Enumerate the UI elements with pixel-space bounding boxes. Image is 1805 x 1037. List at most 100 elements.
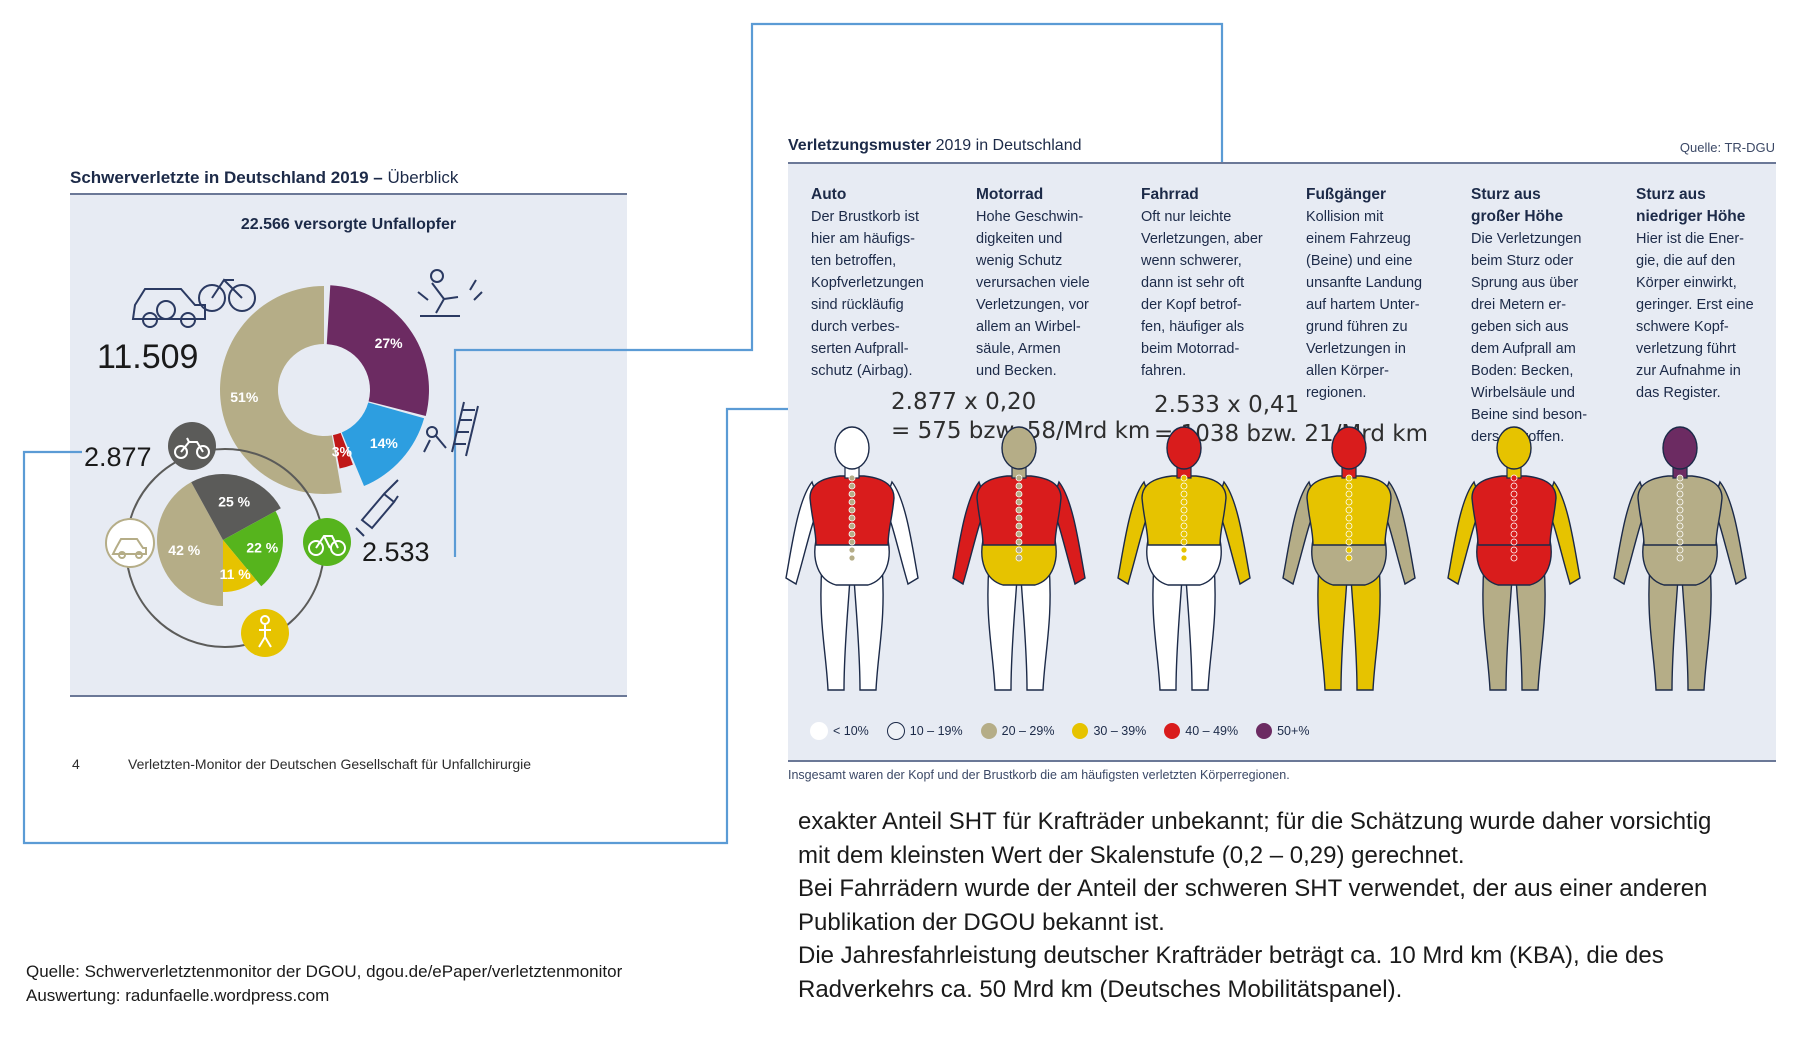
count-motorcycle: 2.877 — [84, 442, 152, 472]
column-text-line: und Becken. — [976, 363, 1057, 379]
column-text-line: sind rückläufig — [811, 297, 904, 313]
legend-swatch — [886, 722, 905, 740]
connector-line-motorcycle — [22, 407, 880, 845]
left-panel-footer: Verletzten-Monitor der Deutschen Gesells… — [128, 756, 532, 772]
column-text-line: unsanfte Landung — [1306, 275, 1423, 291]
note-line: Radverkehrs ca. 50 Mrd km (Deutsches Mob… — [798, 975, 1403, 1003]
donut-segment-0 — [220, 286, 342, 494]
column-text-line: Verletzungen, aber — [1141, 231, 1263, 247]
column-text-line: Der Brustkorb ist — [811, 209, 919, 225]
body-figure-1 — [952, 426, 1086, 691]
column-text-line: (Beine) und eine — [1306, 253, 1413, 269]
note-line: Bei Fahrrädern wurde der Anteil der schw… — [798, 875, 1708, 902]
column-text-line: wenig Schutz — [976, 253, 1063, 269]
column-heading: Fußgänger — [1306, 186, 1387, 203]
pedestrian-icon — [241, 609, 289, 657]
right-panel-title: Verletzungsmuster 2019 in Deutschland — [788, 137, 1082, 154]
count-car-and-two-wheel: 11.509 — [97, 338, 199, 376]
note-line: mit dem kleinsten Wert der Skalenstufe (… — [798, 841, 1465, 869]
column-text-line: beim Sturz oder — [1471, 253, 1574, 269]
body-figure-3 — [1282, 426, 1416, 691]
legend-item: < 10% — [810, 722, 869, 740]
car-icon — [105, 518, 155, 568]
column-heading: Auto — [811, 186, 847, 203]
legend-item: 30 – 39% — [1072, 722, 1146, 740]
ladder-fall-icon — [423, 401, 479, 457]
donut-label-2: 14% — [370, 435, 399, 451]
right-panel-box — [788, 162, 1776, 762]
legend: < 10%10 – 19%20 – 29%30 – 39%40 – 49%50+… — [810, 722, 1309, 740]
column-heading: Motorrad — [976, 186, 1044, 203]
column-text-line: fahren. — [1141, 363, 1187, 379]
column-text-line: Oft nur leichte — [1141, 209, 1232, 225]
vehicles-icon — [131, 278, 256, 328]
column-text-line: dann ist sehr oft — [1141, 275, 1245, 291]
note-line: Die Jahresfahrleistung deutscher Krafträ… — [798, 942, 1664, 969]
column-text-line: geringer. Erst eine — [1636, 297, 1754, 313]
legend-item: 10 – 19% — [886, 722, 963, 740]
column-text-line: verletzung führt — [1636, 341, 1736, 357]
pie-segment-3 — [223, 540, 257, 592]
legend-label: < 10% — [833, 724, 869, 738]
column-text-line: einem Fahrzeug — [1306, 231, 1411, 247]
body-figure-2 — [1117, 426, 1251, 691]
column-text-line: wenn schwerer, — [1141, 253, 1242, 269]
donut-segment-2 — [341, 402, 425, 486]
legend-swatch — [1072, 723, 1089, 739]
donut-label-1: 27% — [375, 335, 404, 351]
donut-chart-overall — [220, 285, 429, 494]
column-text-line: drei Metern er- — [1471, 297, 1567, 313]
column-text-line: Verletzungen in — [1306, 341, 1406, 357]
column-text-line: regionen. — [1306, 385, 1367, 401]
note-line: exakter Anteil SHT für Krafträder unbeka… — [798, 808, 1712, 835]
column-text-line: grund führen zu — [1306, 319, 1408, 335]
pie-segment-0 — [157, 482, 223, 606]
column-text-line: der Kopf betrof- — [1141, 297, 1242, 313]
pie-label-2: 22 % — [246, 539, 278, 555]
pie-label-1: 25 % — [218, 494, 250, 510]
body-figure-4 — [1447, 426, 1581, 691]
donut-label-0: 51% — [230, 389, 259, 405]
connector-line-bicycle — [453, 22, 1224, 557]
column-text-line: zur Aufnahme in — [1636, 363, 1741, 379]
column-text-line: serten Aufprall- — [811, 341, 909, 357]
legend-label: 10 – 19% — [909, 724, 963, 738]
column-text-line: hier am häufigs- — [811, 231, 915, 247]
column-heading: Sturz aus — [1636, 186, 1706, 203]
falling-person-icon — [417, 269, 483, 317]
bicycle-icon — [303, 518, 351, 566]
pie-label-0: 42 % — [168, 542, 200, 558]
note-line: Publikation der DGOU bekannt ist. — [798, 908, 1165, 936]
legend-label: 50+% — [1277, 724, 1310, 738]
pie-chart-road-users — [157, 474, 284, 606]
column-text-line: Kopfverletzungen — [811, 275, 924, 291]
column-text-line: Die Verletzungen — [1471, 231, 1582, 247]
column-text-line: dem Aufprall am — [1471, 341, 1576, 357]
count-bicycle: 2.533 — [362, 537, 430, 567]
legend-item: 20 – 29% — [980, 722, 1054, 740]
column-text-line: Kollision mit — [1306, 209, 1384, 225]
legend-label: 30 – 39% — [1093, 724, 1147, 738]
donut-segment-1 — [326, 285, 429, 416]
page-number: 4 — [72, 756, 80, 772]
body-figure-5 — [1613, 426, 1747, 691]
body-figure-0 — [785, 426, 919, 691]
column-heading: Sturz aus — [1471, 186, 1541, 203]
pie-segment-1 — [191, 474, 281, 540]
column-text-line: Verletzungen, vor — [976, 297, 1089, 313]
column-text-line: gie, die auf den — [1636, 253, 1736, 269]
column-text-line: allen Körper- — [1306, 363, 1390, 379]
column-text-line: durch verbes- — [811, 319, 900, 335]
calc-motorrad: 2.877 x 0,20 = 575 bzw. 58/Mrd km — [891, 389, 1151, 444]
column-heading: niedriger Höhe — [1636, 208, 1746, 225]
legend-swatch — [1256, 723, 1273, 739]
column-text-line: schutz (Airbag). — [811, 363, 913, 379]
column-text-line: Beine sind beson- — [1471, 407, 1588, 423]
right-panel-footnote: Insgesamt waren der Kopf und der Brustko… — [788, 768, 1290, 782]
